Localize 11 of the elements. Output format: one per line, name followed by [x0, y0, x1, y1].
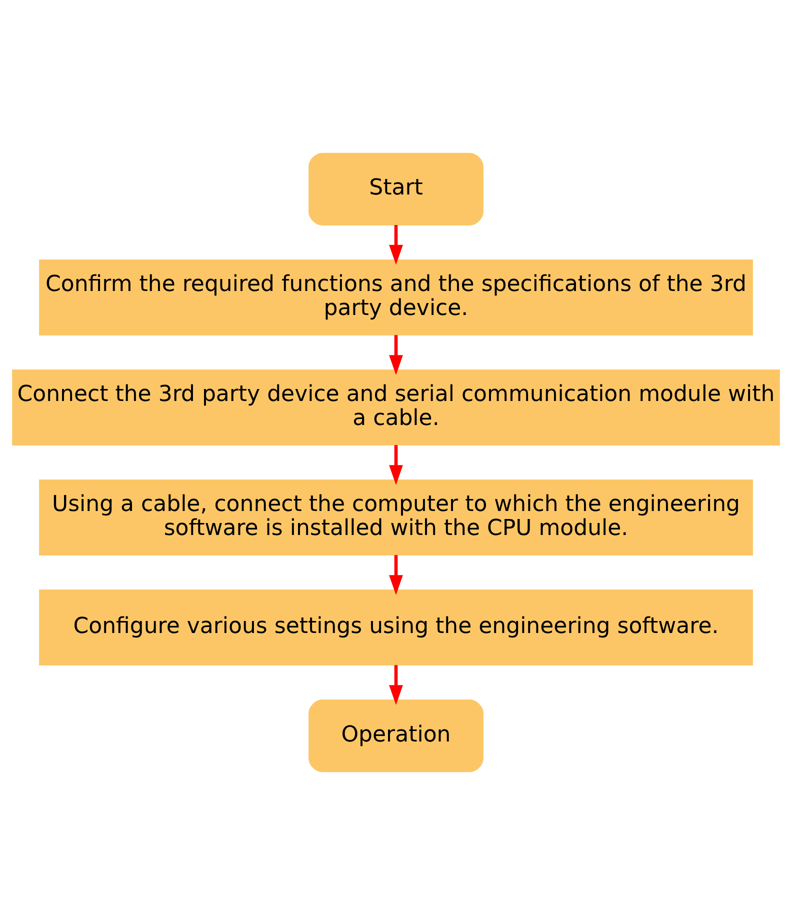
arrow — [389, 444, 403, 484]
node-box: Confirm the required functions and the specifications of the 3rd party device. — [39, 259, 753, 335]
arrow — [389, 224, 403, 264]
arrow — [389, 334, 403, 374]
node-box: Using a cable, connect the computer to which the engineering software is installed with the CPU module. — [39, 479, 753, 555]
node-box: Connect the 3rd party device and serial communication module with a cable. — [12, 369, 780, 445]
arrow — [389, 664, 403, 704]
node-box: Operation — [308, 699, 484, 772]
arrow — [389, 554, 403, 594]
node-box: Start — [308, 152, 484, 225]
node-box: Configure various settings using the engineering software. — [39, 589, 753, 665]
